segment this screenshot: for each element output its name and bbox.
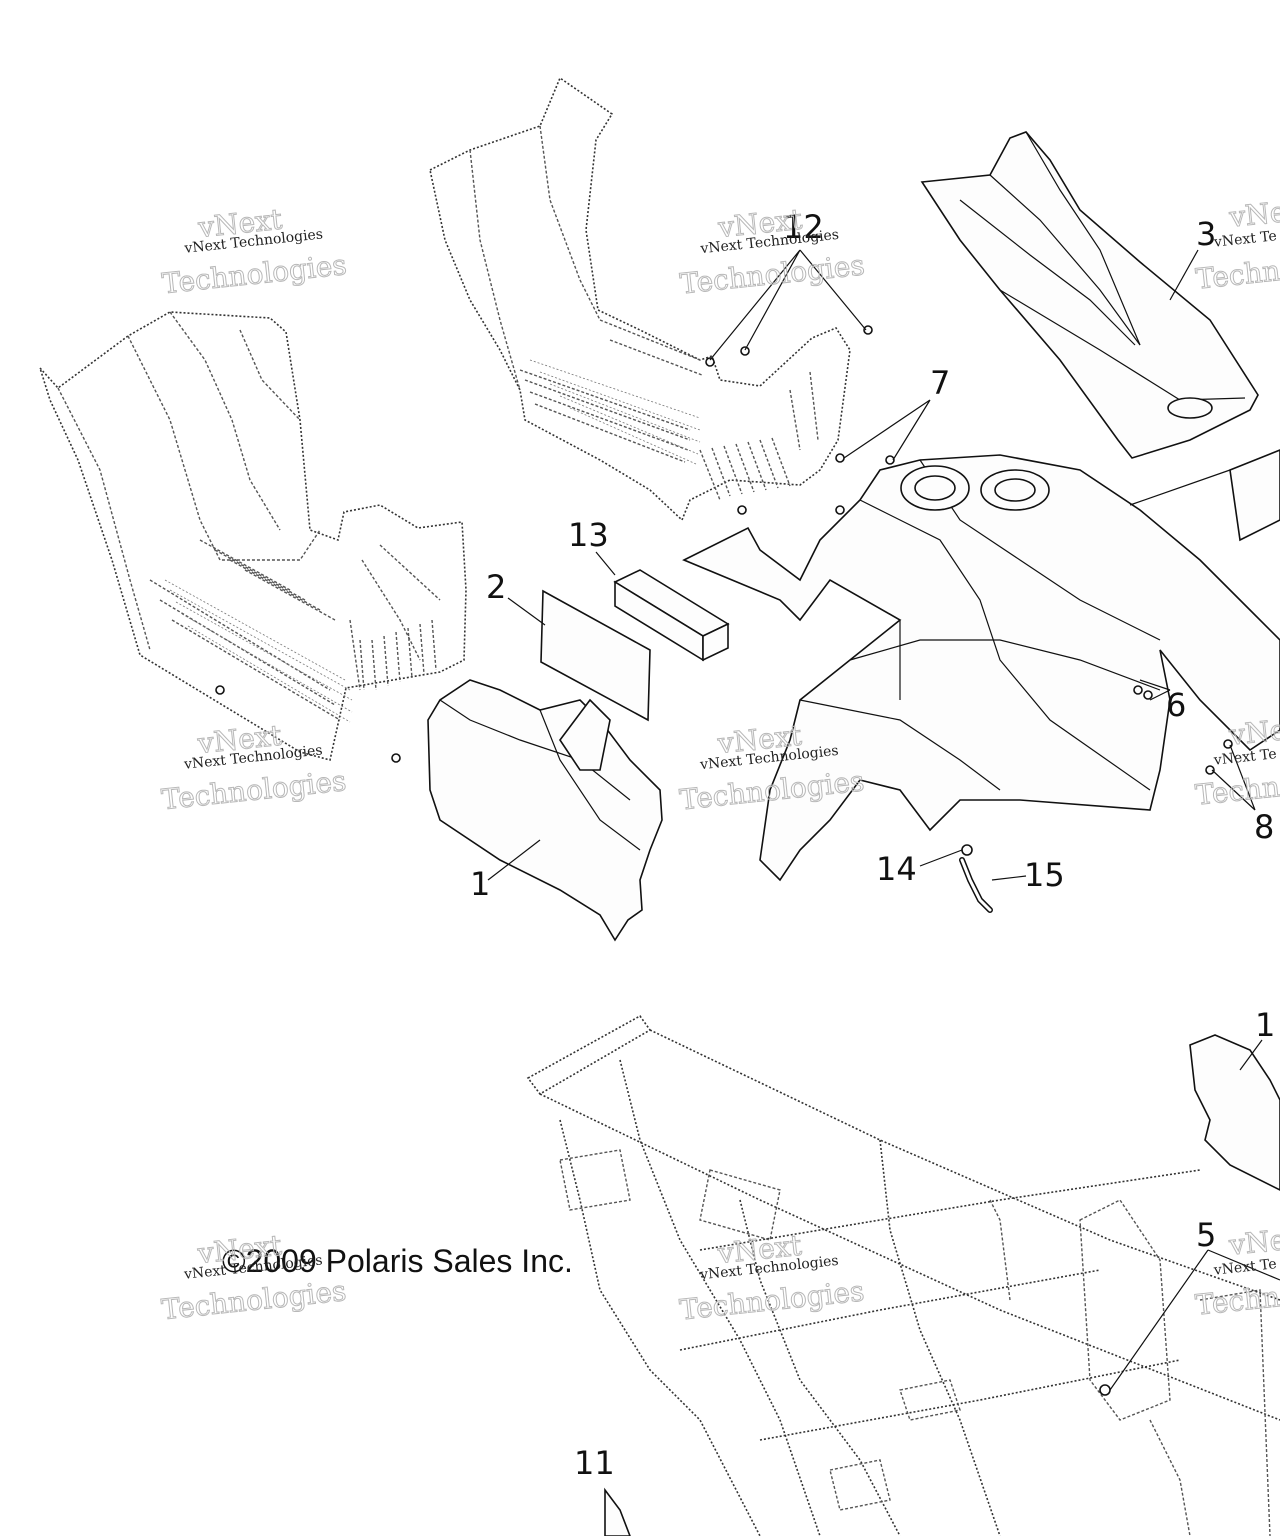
foam-block-13: [613, 569, 730, 662]
side-panel-1: [427, 679, 663, 942]
front-fender-assembly: [682, 449, 1280, 882]
leader-lines: [487, 249, 1280, 1391]
callout-15: 15: [1024, 856, 1065, 894]
callout-14: 14: [876, 850, 917, 888]
watermark-8-partial: vNe vNext Te Techn: [1193, 713, 1280, 813]
callout-1: 1: [470, 865, 490, 903]
svg-text:vNext Te: vNext Te: [1212, 746, 1277, 769]
front-cover-panel: [920, 131, 1259, 459]
hose-15-inner: [960, 858, 992, 912]
svg-text:vNe: vNe: [1227, 195, 1280, 234]
svg-text:Techn: Techn: [1194, 1280, 1280, 1322]
callout-2: 2: [486, 568, 506, 606]
watermark-2: vNext vNext Technologies Technologies: [678, 202, 867, 301]
frame-assembly: [526, 1014, 1280, 1536]
part-11-shape: [604, 1487, 631, 1536]
copyright-notice: ©2009 Polaris Sales Inc.: [222, 1243, 573, 1279]
watermark-3: vNext vNext Technologies Technologies: [159, 718, 348, 817]
callout-7: 7: [930, 364, 950, 402]
callout-3: 3: [1196, 215, 1216, 253]
svg-text:vNext Te: vNext Te: [1212, 228, 1277, 251]
svg-text:Techn: Techn: [1194, 770, 1280, 812]
svg-text:Techn: Techn: [1194, 254, 1280, 296]
watermark-6: vNext vNext Technologies Technologies: [677, 1228, 866, 1327]
svg-text:vNe: vNe: [1227, 1223, 1280, 1262]
svg-text:vNe: vNe: [1227, 713, 1280, 752]
callout-11: 11: [574, 1444, 615, 1482]
fasteners: [215, 325, 1233, 856]
callout-8: 8: [1254, 808, 1274, 846]
pad-2-shape: [540, 589, 651, 722]
callout-13: 13: [568, 516, 609, 554]
front-footwell-center: [429, 76, 851, 522]
callout-6: 6: [1166, 686, 1186, 724]
callout-1-lower: 1: [1255, 1006, 1275, 1044]
rear-footwell-left: [39, 311, 467, 761]
svg-text:vNext Te: vNext Te: [1212, 1256, 1277, 1279]
watermark-1: vNext vNext Technologies Technologies: [160, 202, 349, 301]
mud-flap-plate: [1189, 1034, 1280, 1191]
callout-12: 12: [783, 208, 824, 246]
callout-5: 5: [1196, 1216, 1216, 1254]
